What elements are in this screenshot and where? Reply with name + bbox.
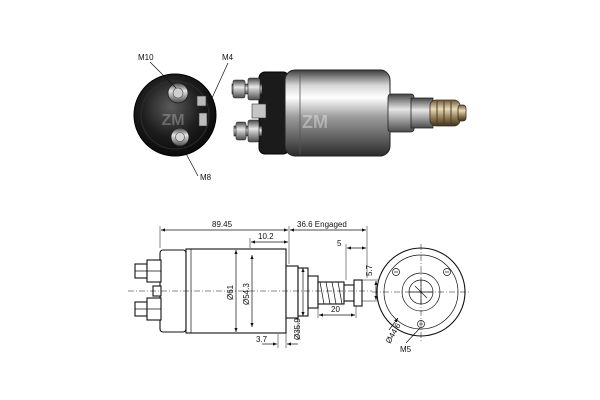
zm-watermark-logo: ZM [161,112,184,129]
dim-engaged-stroke: 36.6 Engaged [297,220,347,229]
photo-side-view: ZM [231,69,467,157]
photo-end-view: ZM [133,73,217,157]
photo-callouts: M10 M4 M8 [138,53,234,182]
dim-5-7: 5.7 [365,264,374,276]
m10-label: M10 [138,53,154,62]
dim-diameter-54-3: Ø54.3 [242,283,251,305]
dim-diameter-61: Ø61 [226,284,235,300]
dim-5: 5 [337,239,342,248]
m8-label: M8 [200,173,212,182]
dim-diameter-35-9: Ø35.9 [293,318,302,340]
zm-watermark-logo-side: ZM [302,112,328,132]
side-view-dimensions: 89.45 36.6 Engaged 10.2 5 5.7 20 3.7 Ø61 [159,220,380,348]
m4-label: M4 [222,53,234,62]
dim-20: 20 [331,305,340,314]
technical-front-view [372,244,470,342]
dim-length-10-2: 10.2 [258,232,274,241]
m5-label: M5 [400,345,412,354]
dim-3-7: 3.7 [256,335,268,344]
dim-overall-length: 89.45 [212,220,233,229]
dim-diameter-44-6: Ø44.6 [384,321,403,345]
